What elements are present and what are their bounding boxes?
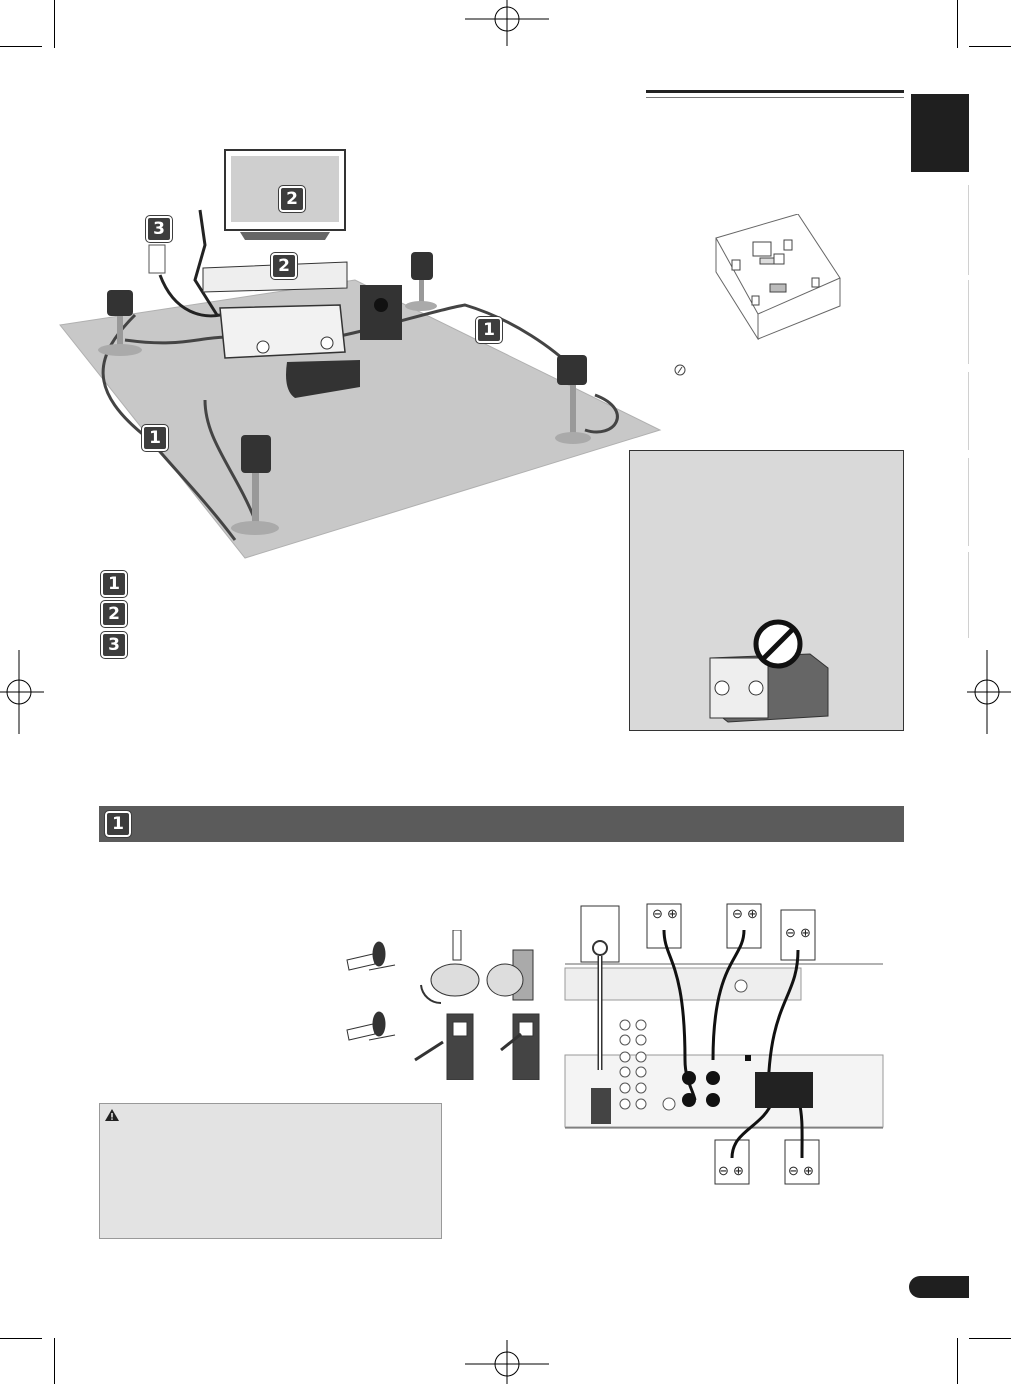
registration-mark-bottom [465, 1340, 549, 1384]
section-number: 1 [104, 810, 132, 838]
legend-number: 3 [100, 631, 128, 659]
caution-box [99, 1103, 442, 1239]
note-icon [674, 364, 686, 376]
side-divider [968, 458, 969, 546]
page-number-tab [909, 1276, 969, 1298]
terminal-minus-label: ⊖ [788, 1163, 799, 1178]
room-setup-illustration [59, 149, 662, 559]
terminal-minus-label: ⊖ [718, 1163, 729, 1178]
marker-2-tv: 2 [278, 185, 306, 213]
marker-2-player: 2 [270, 252, 298, 280]
terminal-plus-label: ⊕ [747, 906, 758, 921]
registration-mark-top [465, 0, 549, 46]
registration-mark-right [967, 650, 1011, 734]
registration-mark-left [0, 650, 44, 734]
side-divider [968, 185, 969, 275]
side-tab [911, 94, 969, 172]
terminal-plus-label: ⊕ [800, 925, 811, 940]
terminal-minus-label: ⊖ [785, 925, 796, 940]
legend-number: 1 [100, 570, 128, 598]
section-bar: 1 [99, 806, 904, 842]
marker-1-cable-left: 1 [141, 424, 169, 452]
marker-3-outlet: 3 [145, 215, 173, 243]
terminal-minus-label: ⊖ [652, 906, 663, 921]
header-rule [646, 90, 904, 93]
wire-stripping-illustration [346, 930, 540, 1080]
speaker-layout-diagram [715, 214, 841, 340]
terminal-plus-label: ⊕ [667, 906, 678, 921]
header-rule-thin [646, 97, 904, 98]
terminal-plus-label: ⊕ [803, 1163, 814, 1178]
legend-number: 2 [100, 600, 128, 628]
side-divider [968, 280, 969, 364]
side-divider [968, 372, 969, 450]
marker-1-cable-right: 1 [475, 316, 503, 344]
rear-panel-wiring-diagram [564, 903, 884, 1185]
terminal-minus-label: ⊖ [732, 906, 743, 921]
terminal-plus-label: ⊕ [733, 1163, 744, 1178]
warning-triangle-icon [105, 1109, 119, 1121]
prohibited-icon [709, 619, 829, 723]
side-divider [968, 552, 969, 638]
